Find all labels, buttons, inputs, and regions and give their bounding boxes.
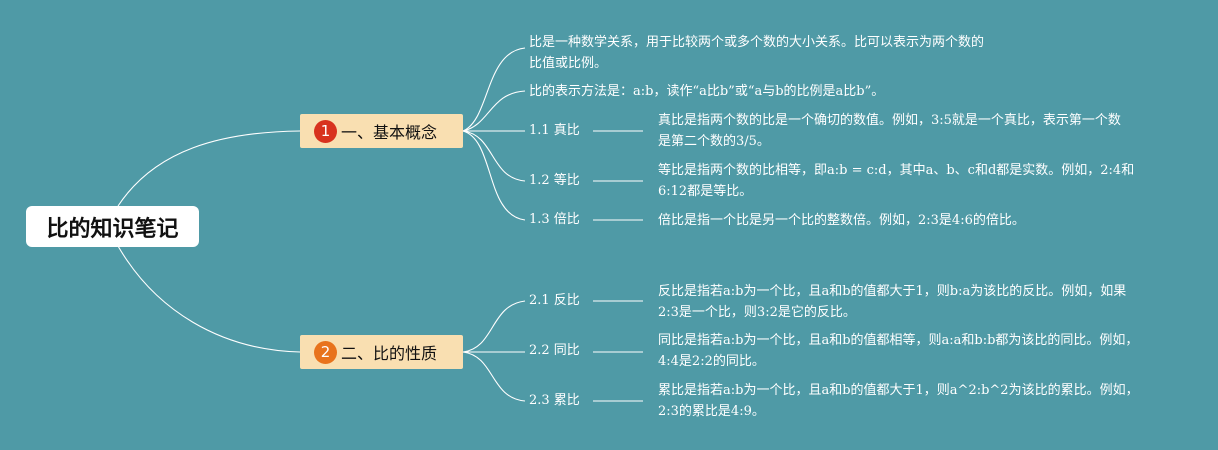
number-badge-icon: 1 — [314, 119, 337, 143]
connector-b1-sub-2 — [462, 130, 526, 182]
detail-line: 等比是指两个数的比相等，即a:b = c:d，其中a、b、c和d都是实数。例如，… — [658, 163, 1135, 178]
connector-b1-sub-3 — [462, 130, 526, 221]
detail-line: 累比是指若a:b为一个比，且a和b的值都大于1，则a^2:b^2为该比的累比。例… — [658, 383, 1139, 398]
note-line: 比的表示方法是：a:b，读作“a比b”或“a与b的比例是a比b”。 — [529, 84, 885, 99]
root-node[interactable]: 比的知识笔记 — [26, 206, 199, 247]
subtopic-inverse-ratio[interactable]: 2.1 反比 — [529, 293, 580, 308]
subtopic-same-ratio[interactable]: 2.2 同比 — [529, 343, 580, 358]
note-notation: 比的表示方法是：a:b，读作“a比b”或“a与b的比例是a比b”。 — [529, 81, 884, 102]
connector-root-branch-1 — [117, 130, 301, 207]
branch-node-basic-concepts[interactable]: 1 一、基本概念 — [300, 114, 463, 148]
detail-line: 2:3的累比是4:9。 — [658, 404, 765, 419]
detail-inverse-ratio: 反比是指若a:b为一个比，且a和b的值都大于1，则b:a为该比的反比。例如，如果… — [658, 281, 1126, 323]
note-line: 比是一种数学关系，用于比较两个或多个数的大小关系。比可以表示为两个数的 — [529, 35, 985, 50]
number-badge-icon: 2 — [314, 340, 337, 364]
detail-same-ratio: 同比是指若a:b为一个比，且a和b的值都相等，则a:a和b:b都为该比的同比。例… — [658, 330, 1138, 372]
branch-node-properties[interactable]: 2 二、比的性质 — [300, 335, 463, 369]
connector-b1-note-1 — [462, 47, 526, 132]
subtopic-equal-ratio[interactable]: 1.2 等比 — [529, 173, 580, 188]
connector-b2-sub-3 — [462, 351, 526, 402]
detail-line: 4:4是2:2的同比。 — [658, 354, 765, 369]
note-definition: 比是一种数学关系，用于比较两个或多个数的大小关系。比可以表示为两个数的 比值或比… — [529, 32, 984, 74]
detail-cumulative-ratio: 累比是指若a:b为一个比，且a和b的值都大于1，则a^2:b^2为该比的累比。例… — [658, 380, 1139, 422]
detail-line: 同比是指若a:b为一个比，且a和b的值都相等，则a:a和b:b都为该比的同比。例… — [658, 333, 1139, 348]
detail-line: 真比是指两个数的比是一个确切的数值。例如，3:5就是一个真比，表示第一个数 — [658, 113, 1121, 128]
detail-line: 反比是指若a:b为一个比，且a和b的值都大于1，则b:a为该比的反比。例如，如果 — [658, 284, 1127, 299]
connector-root-branch-2 — [117, 245, 301, 353]
root-title: 比的知识笔记 — [46, 216, 179, 242]
connector-b2-sub-1 — [462, 300, 526, 353]
branch-label: 一、基本概念 — [341, 123, 438, 142]
detail-line: 2:3是一个比，则3:2是它的反比。 — [658, 305, 856, 320]
branch-label: 二、比的性质 — [341, 344, 438, 363]
note-line: 比值或比例。 — [529, 56, 608, 71]
detail-equal-ratio: 等比是指两个数的比相等，即a:b = c:d，其中a、b、c和d都是实数。例如，… — [658, 160, 1134, 202]
detail-line: 倍比是指一个比是另一个比的整数倍。例如，2:3是4:6的倍比。 — [658, 213, 1025, 228]
detail-multiple-ratio: 倍比是指一个比是另一个比的整数倍。例如，2:3是4:6的倍比。 — [658, 210, 1025, 231]
subtopic-cumulative-ratio[interactable]: 2.3 累比 — [529, 393, 580, 408]
subtopic-true-ratio[interactable]: 1.1 真比 — [529, 123, 580, 138]
detail-true-ratio: 真比是指两个数的比是一个确切的数值。例如，3:5就是一个真比，表示第一个数 是第… — [658, 110, 1121, 152]
connector-b1-note-2 — [462, 90, 526, 132]
detail-line: 是第二个数的3/5。 — [658, 134, 770, 149]
subtopic-multiple-ratio[interactable]: 1.3 倍比 — [529, 212, 580, 227]
detail-line: 6:12都是等比。 — [658, 184, 753, 199]
